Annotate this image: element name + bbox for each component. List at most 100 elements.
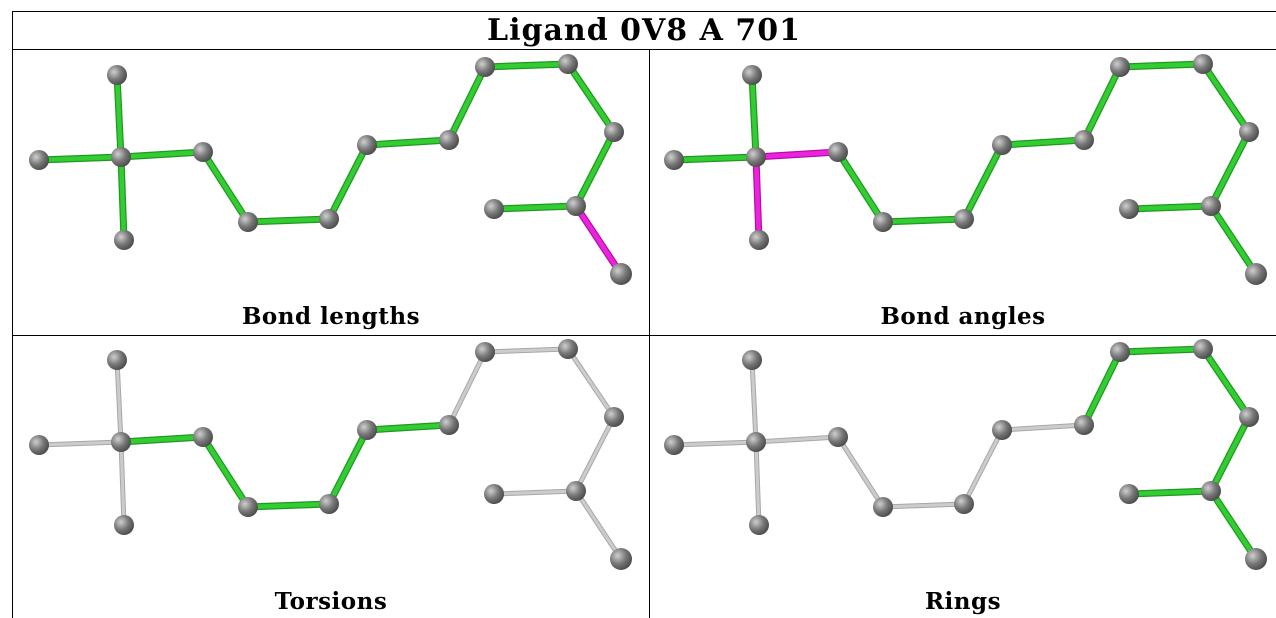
atom — [29, 150, 49, 170]
bond — [481, 60, 572, 71]
atom — [1239, 122, 1259, 142]
bond — [753, 434, 841, 445]
bond — [117, 148, 207, 161]
atom — [114, 230, 134, 250]
molecule-view-rings — [664, 339, 1267, 570]
atom — [873, 497, 893, 517]
atom — [954, 209, 974, 229]
atom — [439, 130, 459, 150]
panel-torsions: Torsions — [13, 336, 649, 618]
row-divider — [12, 335, 1276, 336]
atom — [357, 420, 377, 440]
atom — [319, 494, 339, 514]
bond — [482, 346, 571, 355]
atom — [1110, 57, 1130, 77]
atom — [746, 432, 766, 452]
bond — [1125, 487, 1215, 498]
bond — [363, 421, 453, 434]
bond — [363, 136, 453, 149]
bond — [670, 153, 760, 164]
bond — [998, 136, 1088, 149]
atom — [1239, 407, 1259, 427]
atom — [114, 515, 134, 535]
bond — [565, 346, 617, 420]
bond — [117, 153, 128, 244]
bond — [325, 141, 371, 223]
atom — [992, 135, 1012, 155]
atom — [828, 142, 848, 162]
atom — [604, 122, 624, 142]
bond — [199, 433, 252, 511]
atom — [484, 484, 504, 504]
bond — [117, 433, 207, 446]
bond — [564, 60, 618, 136]
bond — [113, 71, 125, 161]
bond — [445, 63, 489, 144]
page-title: Ligand 0V8 A 701 — [12, 11, 1276, 50]
atom — [107, 350, 127, 370]
bond — [752, 153, 763, 244]
panel-bond-lengths: Bond lengths — [13, 51, 649, 335]
bond — [325, 426, 371, 508]
atom — [238, 497, 258, 517]
atom — [1193, 339, 1213, 359]
atom — [1119, 484, 1139, 504]
atom — [749, 515, 769, 535]
bond — [1199, 60, 1253, 136]
bond — [1080, 348, 1124, 429]
bond — [752, 148, 842, 161]
atom — [566, 196, 586, 216]
atom — [954, 494, 974, 514]
panel-caption: Bond angles — [880, 303, 1046, 330]
bond — [1080, 63, 1124, 144]
atom — [1074, 415, 1094, 435]
bond — [1207, 202, 1260, 278]
atom — [1110, 342, 1130, 362]
molecule-view-bond-lengths — [29, 54, 632, 285]
atom — [873, 212, 893, 232]
bond — [1207, 487, 1260, 563]
atom — [749, 230, 769, 250]
bond — [490, 202, 580, 213]
atom — [1201, 481, 1221, 501]
atom — [664, 435, 684, 455]
atom — [193, 427, 213, 447]
bond — [199, 148, 252, 226]
atom — [1201, 196, 1221, 216]
bond — [671, 439, 759, 448]
bond — [244, 500, 333, 511]
atom — [742, 65, 762, 85]
atom — [610, 548, 632, 570]
bond — [572, 128, 618, 210]
atom — [828, 427, 848, 447]
bond — [118, 439, 127, 528]
atom — [1193, 54, 1213, 74]
bond — [1207, 128, 1253, 210]
atom — [1245, 548, 1267, 570]
bond — [572, 202, 625, 278]
atom — [238, 212, 258, 232]
atom — [193, 142, 213, 162]
bond — [749, 357, 759, 445]
atom — [992, 420, 1012, 440]
bond — [834, 148, 887, 226]
atom — [111, 432, 131, 452]
atom — [746, 147, 766, 167]
panel-bond-angles: Bond angles — [650, 51, 1276, 335]
bond — [573, 488, 624, 562]
bond — [1199, 345, 1253, 421]
molecule-view-bond-angles — [664, 54, 1267, 285]
bond — [1116, 60, 1207, 71]
panel-caption: Torsions — [274, 588, 388, 615]
bond — [879, 215, 968, 226]
atom — [566, 481, 586, 501]
atom — [111, 147, 131, 167]
bond — [961, 427, 1005, 507]
table-frame — [12, 11, 1276, 618]
bond — [1207, 413, 1253, 495]
bond — [573, 414, 617, 494]
bond — [999, 422, 1087, 433]
atom — [1119, 199, 1139, 219]
column-divider — [649, 50, 650, 618]
panel-rings: Rings — [650, 336, 1276, 618]
